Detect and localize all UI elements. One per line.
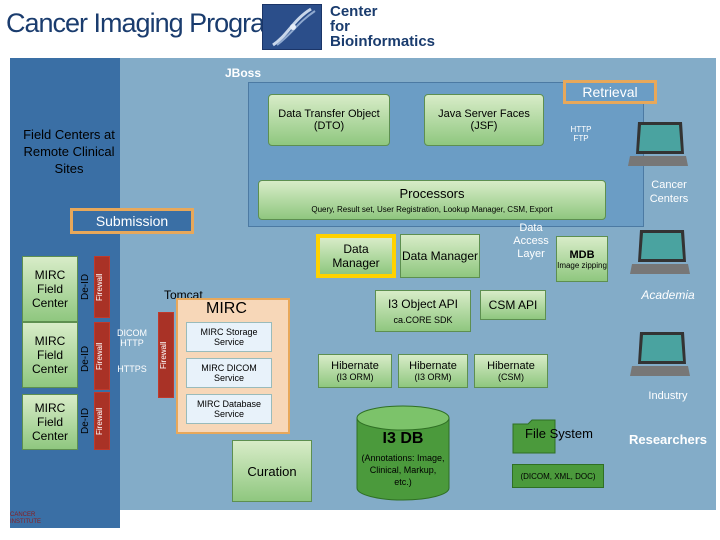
cbiit-logo-icon <box>262 4 322 50</box>
deid-label-3: De-ID <box>80 407 91 435</box>
i3-object-api: I3 Object API <box>387 297 459 311</box>
processors-subtitle: Query, Result set, User Registration, Lo… <box>311 205 553 214</box>
jboss-label: JBoss <box>225 66 262 80</box>
mirc-field-center-3: MIRC Field Center <box>22 394 78 450</box>
curation-box: Curation <box>232 440 312 502</box>
file-system-label: File System <box>525 426 593 441</box>
mirc-storage-service: MIRC Storage Service <box>186 322 272 352</box>
processors-title: Processors <box>399 186 465 201</box>
hibernate-1: Hibernate (I3 ORM) <box>318 354 392 388</box>
laptop-icon-cancer-centers <box>628 120 688 170</box>
logo-text: Cancer Imaging Program <box>6 8 287 38</box>
submission-label: Submission <box>70 208 194 234</box>
hibernate-3: Hibernate (CSM) <box>474 354 548 388</box>
file-formats-box: (DICOM, XML, DOC) <box>512 464 604 488</box>
i3-object-api-box: I3 Object API ca.CORE SDK <box>375 290 471 332</box>
deid-label-2: De-ID <box>80 345 91 373</box>
http-ftp-label: HTTP FTP <box>570 125 592 143</box>
firewall-tomcat: Firewall <box>158 312 174 398</box>
https-label: HTTPS <box>117 364 147 374</box>
mirc-field-center-1: MIRC Field Center <box>22 256 78 322</box>
bottom-strip <box>120 510 716 538</box>
researchers-label: Researchers <box>628 432 708 447</box>
annotations-label: (Annotations: Image, Clinical, Markup, e… <box>361 453 445 487</box>
nci-corner-logo: CANCER INSTITUTE <box>10 512 41 525</box>
industry-label: Industry <box>648 390 688 402</box>
firewall-3: Firewall <box>94 392 110 450</box>
laptop-icon-industry <box>630 330 690 380</box>
folder-icon <box>512 418 556 454</box>
data-access-layer: Data Access Layer <box>513 222 549 260</box>
retrieval-label: Retrieval <box>563 80 657 104</box>
mdb-box: MDB Image zipping <box>556 236 608 282</box>
image-zipping-label: Image zipping <box>557 260 607 270</box>
cancer-imaging-program-logo: Cancer Imaging Program <box>6 8 287 48</box>
data-manager-2: Data Manager <box>400 234 480 278</box>
dto-box: Data Transfer Object (DTO) <box>268 94 390 146</box>
mdb-label: MDB <box>569 248 595 261</box>
dicom-http-label: DICOM HTTP <box>117 328 147 348</box>
firewall-2: Firewall <box>94 322 110 390</box>
field-centers-label: Field Centers at Remote Clinical Sites <box>23 127 115 176</box>
academia-label: Academia <box>641 288 695 302</box>
mirc-label: MIRC <box>206 300 247 317</box>
data-manager-1: Data Manager <box>316 234 396 278</box>
cacore-sdk: ca.CORE SDK <box>393 315 453 325</box>
i3-db-label: I3 DB <box>382 430 424 447</box>
cbiit-name: Center for Bioinformatics <box>330 3 436 50</box>
cancer-centers-label: Cancer Centers <box>649 179 689 205</box>
jsf-box: Java Server Faces (JSF) <box>424 94 544 146</box>
mirc-dicom-service: MIRC DICOM Service <box>186 358 272 388</box>
mirc-database-service: MIRC Database Service <box>186 394 272 424</box>
hibernate-2: Hibernate (I3 ORM) <box>398 354 468 388</box>
csm-api-box: CSM API <box>480 290 546 320</box>
dna-icon <box>272 7 316 47</box>
mirc-field-center-2: MIRC Field Center <box>22 322 78 388</box>
i3-db-cylinder <box>355 404 451 502</box>
deid-label-1: De-ID <box>80 273 91 301</box>
laptop-icon-academia <box>630 228 690 278</box>
processors-box: Processors Query, Result set, User Regis… <box>258 180 606 220</box>
header-bar <box>0 0 720 55</box>
firewall-1: Firewall <box>94 256 110 318</box>
